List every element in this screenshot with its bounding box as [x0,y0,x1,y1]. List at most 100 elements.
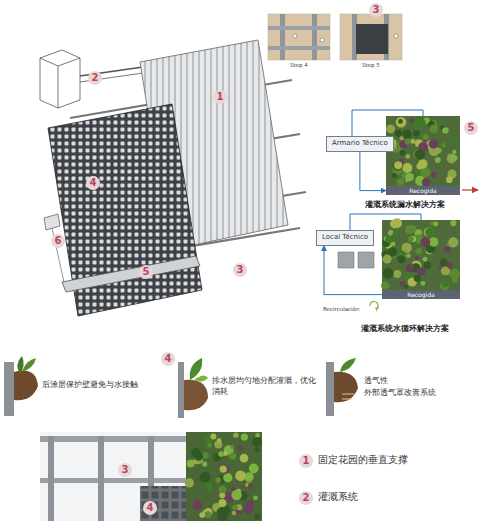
leader [52,228,64,282]
leaf [393,231,399,237]
pocket-icon [178,358,208,418]
leaf [218,451,224,457]
leaf [415,256,419,260]
leaf [185,478,194,487]
node-text: Local Técnico [322,234,368,242]
leaf [253,495,258,500]
label-text: 外部透气罩改善系统 [364,388,484,399]
callout-number: 3 [369,3,383,17]
leaf [204,511,211,518]
leaf [254,514,260,520]
caption-text: 灌溉系统水循环解决方案 [361,324,449,334]
equipment-box: Local Técnico [316,230,374,246]
drainage-panel [48,104,202,316]
label-text: 固定花园的垂直支撑 [318,453,408,467]
equipment-box: Armario Técnico [326,136,394,152]
leaf [244,504,254,514]
leaf [450,220,456,226]
leaf [402,130,411,139]
leaf [444,246,451,253]
label-text: 排水层均匀地分配灌溉，优化消耗 [212,376,316,398]
leaf [400,136,404,140]
leaf [252,437,262,447]
leaf [217,438,222,443]
leaf [452,150,456,154]
callout-number: 2 [299,491,313,505]
leaf [194,452,203,461]
pipe-connector [360,152,386,191]
step-5-image [340,14,402,60]
label-text: 后涂层保护壁避免与水接触 [42,380,148,391]
leaf [406,173,414,181]
gutter [62,256,200,292]
leaf [235,470,246,481]
leaf [394,161,402,169]
leaf [249,464,259,474]
leaf [401,251,406,256]
leaf [435,157,441,163]
callout-number: 5 [139,265,153,279]
callout-number: 1 [213,90,227,104]
label-text: Step 5 [362,62,380,68]
leaf [229,453,236,460]
leaf [187,460,195,468]
callout-number: 4 [86,176,100,190]
leaf [393,270,401,278]
leaf [381,281,389,289]
leaf [408,236,414,242]
label-text: Recirculación [322,306,360,312]
leaf [409,119,413,123]
leaf [446,176,453,183]
leaf [400,150,406,156]
callout-number: 6 [51,234,65,248]
callout-number: 4 [161,352,175,366]
gutter-end [44,214,60,230]
callout-number: 5 [464,121,478,135]
leaf [199,512,205,518]
leaf [238,446,243,451]
leaf [241,433,248,440]
leaf [223,473,232,482]
leaf [442,127,448,133]
label-text: Step 4 [290,62,308,68]
leaf [207,443,212,448]
callout-number: 1 [299,454,313,468]
leaf [414,275,421,282]
label-text: 灌溉系统 [318,490,358,504]
leaf [442,281,449,288]
leaf [436,148,442,154]
wall-icon [4,356,38,416]
leaf [418,159,428,169]
leaf [421,237,431,247]
leaf [233,433,238,438]
node-text: Recogida [390,187,456,194]
leaf [397,255,405,263]
leaf [431,172,437,178]
support-frame [40,432,186,521]
leaf [202,452,209,459]
leaf [391,242,396,247]
pipe-connector [324,246,382,295]
leaf [383,268,394,279]
recycle-icon [370,302,379,311]
leaf [390,219,399,228]
leaf [441,143,446,148]
leaf [248,483,253,488]
callout-number: 3 [118,463,132,477]
callout-number: 2 [88,71,102,85]
leaf [429,139,438,148]
leaf [423,257,428,262]
leaf [411,139,416,144]
leaf [448,237,458,247]
leaf [424,262,431,269]
leaf [217,508,226,517]
node-text: Armario Técnico [332,140,388,148]
callout-number: 3 [233,263,247,277]
bracket [40,50,150,108]
leaf [413,130,420,137]
leaf [441,266,450,275]
leaf [451,155,457,161]
leaf [230,445,234,449]
leaf [238,510,242,514]
